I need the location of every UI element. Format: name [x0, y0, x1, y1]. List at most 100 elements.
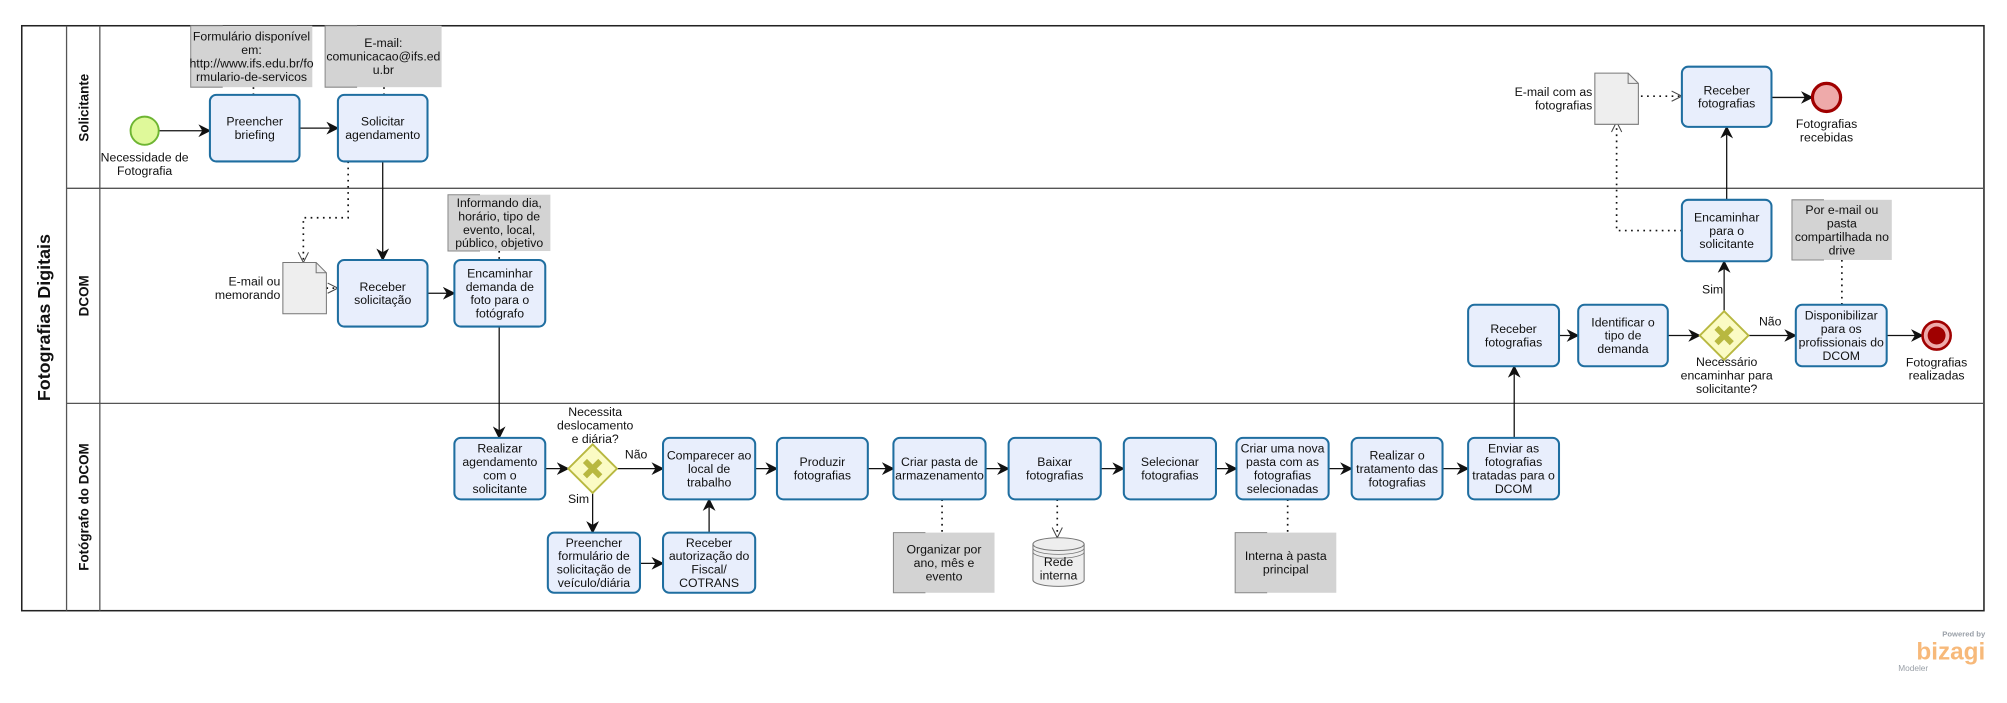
label-line: u.br	[373, 63, 394, 77]
label-line: solicitante	[1699, 237, 1754, 251]
task-box[interactable]	[453, 436, 547, 501]
database-icon[interactable]	[1032, 544, 1085, 587]
annotation-box	[190, 25, 313, 88]
label-line: Encaminhar	[1694, 210, 1759, 224]
label-line: trabalho	[687, 475, 732, 489]
task-box[interactable]	[1350, 436, 1444, 501]
label-line: Por e-mail ou	[1805, 203, 1878, 217]
label-line: autorização do	[669, 549, 750, 563]
label-line: Necessita	[568, 405, 622, 419]
task-box[interactable]	[546, 531, 642, 594]
label-line: Realizar o	[1369, 448, 1424, 462]
label-line: ano, mês e	[914, 556, 975, 570]
task-box[interactable]	[453, 258, 547, 328]
label-line: Preencher	[566, 536, 623, 550]
document-icon[interactable]	[1594, 72, 1639, 125]
task-box[interactable]	[1577, 303, 1669, 368]
label-line: Receber	[1490, 322, 1536, 336]
label-line: solicitação de	[557, 563, 631, 577]
task-box[interactable]	[892, 436, 987, 501]
task-box[interactable]	[1680, 198, 1773, 263]
document-icon[interactable]	[282, 262, 327, 315]
label-line: fotografias	[1485, 335, 1542, 349]
annotation-bracket	[892, 532, 926, 594]
task-box[interactable]	[662, 436, 757, 501]
label-line: tratadas para o	[1472, 469, 1555, 483]
label-line: Formulário disponível	[193, 30, 310, 44]
label-line: profissionais do	[1799, 335, 1884, 349]
label-line: E-mail:	[364, 36, 402, 50]
label-line: Receber	[1703, 83, 1749, 97]
label-line: em:	[241, 43, 261, 57]
task-box[interactable]	[336, 258, 429, 328]
task-box[interactable]	[662, 531, 757, 594]
label-line: agendamento	[462, 455, 537, 469]
document-fold	[1627, 73, 1639, 84]
label-line: encaminhar para	[1681, 368, 1773, 382]
label-line: Fotografias	[1906, 355, 1967, 369]
bizagi-logo: Powered by bizagi Modeler	[1898, 629, 1986, 673]
task-box[interactable]	[1467, 436, 1561, 501]
task-box[interactable]	[336, 93, 429, 163]
end-event-icon[interactable]	[1810, 81, 1843, 114]
database-top	[1032, 537, 1085, 552]
label-line: Necessidade de	[101, 150, 189, 164]
task-box[interactable]	[1794, 303, 1888, 368]
task-box[interactable]	[1007, 436, 1102, 501]
label-line: e diária?	[572, 432, 619, 446]
label-line: compartilhada no	[1795, 230, 1889, 244]
start-event-icon[interactable]	[129, 115, 160, 146]
label-line: Receber	[360, 280, 406, 294]
task-box[interactable]	[1467, 303, 1561, 368]
flow-label-gw1-nao: Não	[625, 447, 648, 461]
label-line: tratamento das	[1356, 462, 1438, 476]
lane-solicitante: Solicitante	[76, 74, 91, 142]
task-box[interactable]	[1122, 436, 1217, 501]
label-line: demanda	[1597, 342, 1648, 356]
label-line: fotógrafo	[476, 307, 525, 321]
annotation-bracket	[1234, 532, 1268, 594]
task-box[interactable]	[1680, 65, 1773, 128]
logo-brand: bizagi	[1916, 638, 1985, 665]
task-box[interactable]	[1235, 436, 1330, 501]
label-line: pasta com as	[1246, 455, 1319, 469]
task-box[interactable]	[775, 436, 869, 501]
task-box[interactable]	[208, 93, 301, 163]
association[interactable]	[297, 161, 349, 264]
